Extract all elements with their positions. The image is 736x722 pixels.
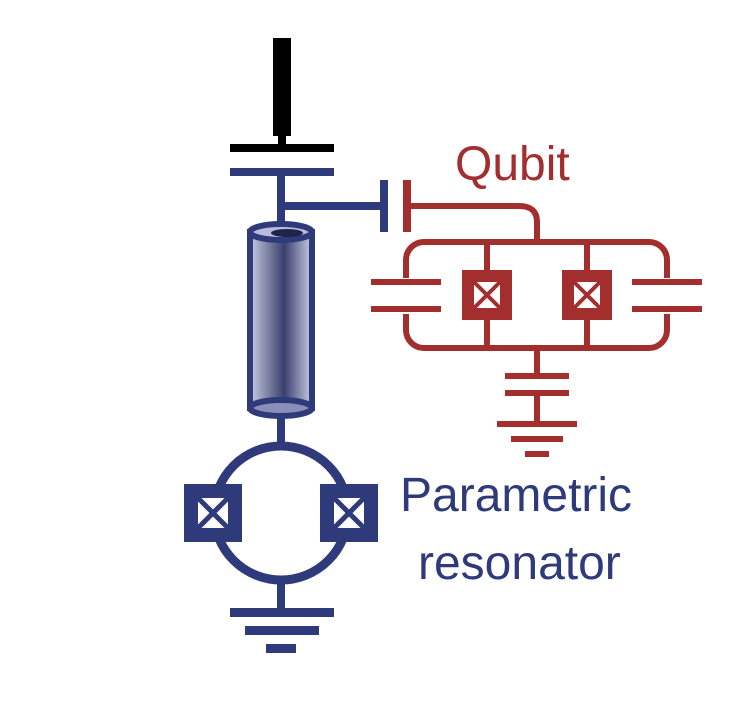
feedline	[230, 38, 334, 152]
qubit-junction-right	[562, 270, 612, 320]
resonator-circuit	[230, 168, 388, 232]
transmission-line-cylinder	[247, 221, 315, 419]
qubit-shunt-capacitor-right	[632, 278, 702, 314]
resonator-label-line2: resonator	[418, 537, 621, 590]
qubit-shunt-capacitor-left	[371, 278, 441, 314]
josephson-junction-right	[320, 484, 378, 542]
resonator-label-line1: Parametric	[400, 469, 632, 522]
qubit-junction-left	[462, 270, 512, 320]
resonator-ground-symbol	[230, 608, 334, 653]
qubit-ground-symbol	[497, 421, 577, 457]
qubit-label: Qubit	[455, 138, 570, 191]
qubit-circuit	[403, 180, 670, 424]
josephson-junction-left	[184, 484, 242, 542]
qubit-ground-capacitor	[505, 373, 569, 396]
